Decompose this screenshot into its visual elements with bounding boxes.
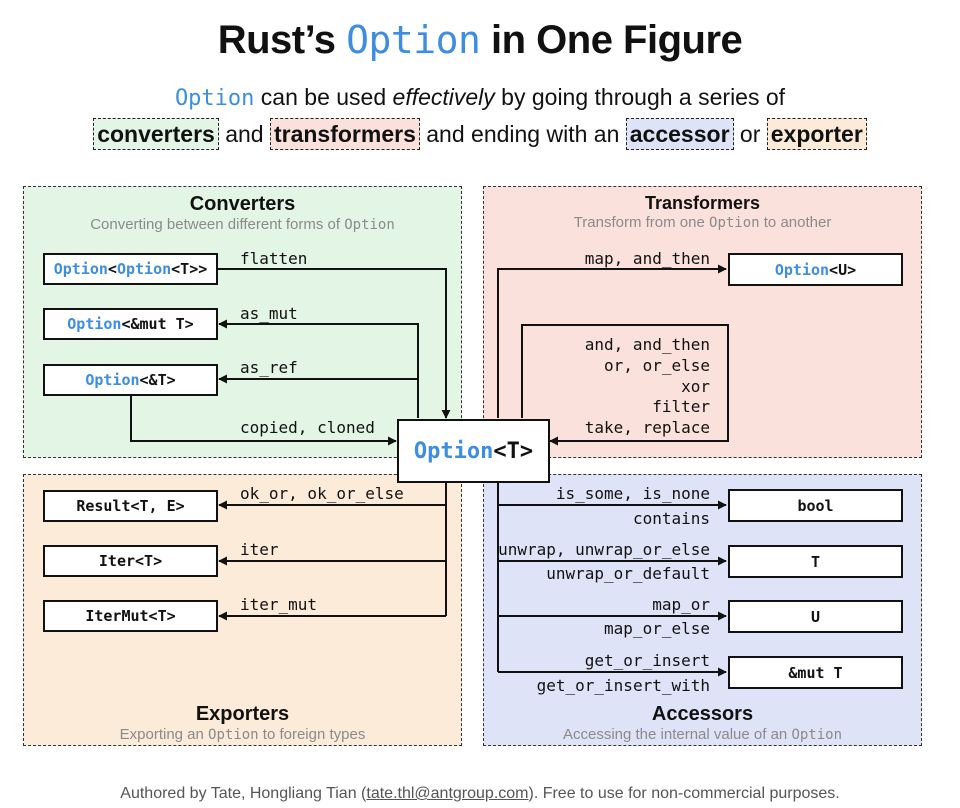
label-as-ref: as_ref	[240, 358, 298, 377]
label-flatten: flatten	[240, 249, 308, 268]
subtitle-emphasis: effectively	[392, 84, 495, 110]
desc-text: Accessing the internal value of an	[562, 726, 792, 743]
figure-title: Rust’s Option in One Figure	[0, 18, 960, 63]
box-text: <&mut T>	[121, 315, 194, 333]
footer-text: Authored by Tate, Hongliang Tian (	[120, 785, 367, 802]
label-copied-cloned: copied, cloned	[240, 418, 375, 437]
subtitle-text: or	[733, 121, 767, 147]
label-or-or-else: or, or_else	[604, 356, 710, 375]
center-text: <T>	[493, 438, 534, 464]
accessors-title: Accessors	[651, 703, 754, 725]
box-option-option-t: Option<Option<T>>	[43, 253, 218, 285]
label-ok-or: ok_or, ok_or_else	[240, 484, 404, 503]
desc-text: Converting between different forms of	[90, 216, 345, 233]
desc-text: to foreign types	[258, 726, 366, 743]
exporters-desc: Exporting an Option to foreign types	[24, 726, 461, 743]
subtitle-text: can be used	[254, 84, 393, 110]
desc-text: to another	[759, 214, 832, 231]
desc-code: Option	[208, 727, 259, 743]
label-iter: iter	[240, 540, 279, 559]
subtitle-text: and ending with an	[419, 121, 626, 147]
label-contains: contains	[632, 509, 710, 528]
desc-text: Exporting an	[119, 726, 209, 743]
box-text: <T>>	[171, 260, 208, 278]
accessors-desc: Accessing the internal value of an Optio…	[484, 726, 921, 743]
box-option-u: Option<U>	[728, 253, 903, 286]
box-mut-t: &mut T	[728, 656, 903, 689]
label-unwrap-or-default: unwrap_or_default	[546, 564, 710, 583]
label-get-or-insert-with: get_or_insert_with	[536, 676, 710, 695]
label-is-some-is-none: is_some, is_none	[555, 484, 710, 503]
label-iter-mut: iter_mut	[240, 595, 318, 614]
center-kw: Option	[413, 438, 494, 464]
transformers-desc: Transform from one Option to another	[484, 214, 921, 231]
box-iter-mut: IterMut<T>	[43, 600, 218, 632]
box-kw: Option	[116, 260, 172, 278]
label-xor: xor	[681, 377, 710, 396]
subtitle-line-2: converters and transformers and ending w…	[0, 118, 960, 150]
footer-text: ). Free to use for non-commercial purpos…	[528, 785, 840, 802]
title-prefix: Rust’s	[217, 18, 347, 62]
subtitle-line-1: Option can be used effectively by going …	[0, 84, 960, 111]
box-option-t-center: Option<T>	[397, 419, 550, 483]
desc-text: Transform from one	[573, 214, 710, 231]
subtitle-text: by going through a series of	[494, 84, 786, 110]
box-text: <U>	[829, 260, 857, 279]
arrow-transform-loop	[521, 324, 729, 446]
label-map-and-then: map, and_then	[584, 249, 710, 268]
transformers-panel: Transformers Transform from one Option t…	[483, 186, 922, 458]
box-text: <	[107, 260, 117, 278]
box-result: Result<T, E>	[43, 490, 218, 522]
exporters-title: Exporters	[195, 703, 290, 725]
tag-converters: converters	[93, 118, 219, 150]
subtitle-code: Option	[174, 86, 255, 111]
desc-code: Option	[709, 215, 760, 231]
label-unwrap: unwrap, unwrap_or_else	[498, 540, 710, 559]
arrow-flatten	[217, 268, 451, 419]
box-u: U	[728, 600, 903, 633]
subtitle-text: and	[218, 121, 270, 147]
footer-credit: Authored by Tate, Hongliang Tian (tate.t…	[0, 785, 960, 803]
title-code: Option	[346, 18, 481, 62]
converters-panel: Converters Converting between different …	[23, 186, 462, 458]
transformers-title: Transformers	[644, 193, 761, 213]
box-iter: Iter<T>	[43, 545, 218, 577]
label-filter: filter	[652, 397, 710, 416]
title-suffix: in One Figure	[480, 18, 743, 62]
converters-desc: Converting between different forms of Op…	[24, 216, 461, 233]
label-as-mut: as_mut	[240, 304, 298, 323]
label-and-and-then: and, and_then	[584, 335, 710, 354]
label-get-or-insert: get_or_insert	[584, 651, 710, 670]
box-bool: bool	[728, 489, 903, 522]
desc-code: Option	[791, 727, 843, 743]
box-kw: Option	[53, 260, 108, 278]
label-map-or: map_or	[652, 595, 710, 614]
author-email-link[interactable]: tate.thl@antgroup.com	[366, 785, 529, 802]
converters-title: Converters	[189, 193, 296, 215]
box-option-ref-t: Option<&T>	[43, 364, 218, 396]
desc-code: Option	[344, 217, 395, 233]
box-kw: Option	[67, 315, 122, 333]
box-option-mut-t: Option<&mut T>	[43, 308, 218, 340]
arrow-map-and-then	[497, 264, 727, 418]
label-take-replace: take, replace	[584, 418, 710, 437]
box-t: T	[728, 545, 903, 578]
box-kw: Option	[774, 260, 830, 279]
tag-accessor: accessor	[625, 118, 734, 150]
tag-transformers: transformers	[269, 118, 420, 150]
tag-exporter: exporter	[766, 118, 867, 150]
box-kw: Option	[85, 371, 140, 389]
arrow-copied-cloned	[130, 396, 397, 446]
arrow-as-mut	[218, 319, 419, 418]
label-map-or-else: map_or_else	[604, 619, 710, 638]
box-text: <&T>	[139, 371, 176, 389]
